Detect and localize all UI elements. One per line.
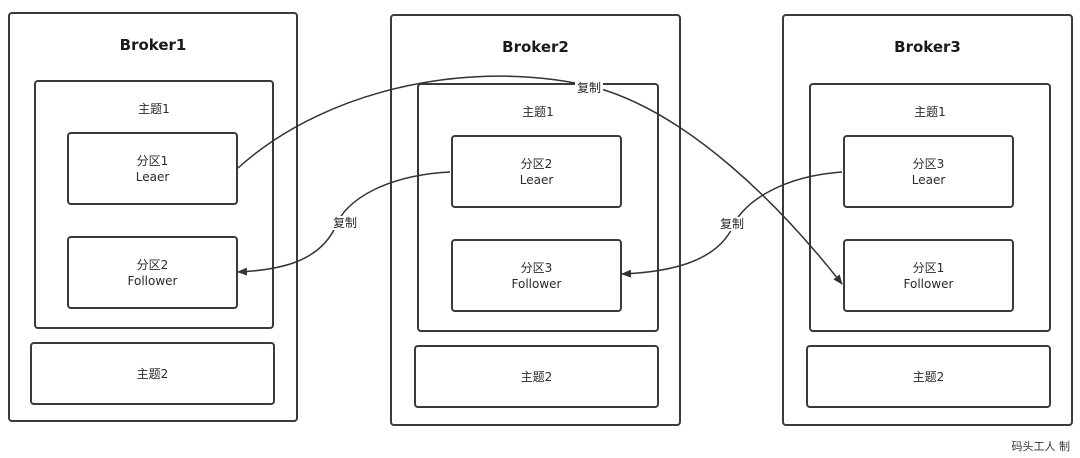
partition-role: Follower xyxy=(127,273,178,288)
partition-name: 分区2 xyxy=(520,156,553,171)
broker-1-title: Broker1 xyxy=(119,36,187,54)
partition-role: Leaer xyxy=(911,172,946,187)
partition-role: Follower xyxy=(511,276,562,291)
partition-role: Leaer xyxy=(519,172,554,187)
partition-name: 分区2 xyxy=(136,257,169,272)
broker-1-partition-follower: 分区2 Follower xyxy=(67,236,238,309)
replication-label-b1-to-b3: 复制 xyxy=(575,81,604,95)
topic2-title: 主题2 xyxy=(520,370,553,384)
watermark-text: 码头工人 制 xyxy=(1011,440,1071,453)
broker-3-partition-follower: 分区1 Follower xyxy=(843,239,1014,312)
broker-2-topic2: 主题2 xyxy=(414,345,659,408)
replication-label-b2-to-b1: 复制 xyxy=(331,216,360,230)
partition-name: 分区3 xyxy=(912,156,945,171)
broker-3-partition-leader: 分区3 Leaer xyxy=(843,135,1014,208)
partition-role: Leaer xyxy=(135,169,170,184)
topic2-title: 主题2 xyxy=(136,367,169,381)
broker-1-partition-leader: 分区1 Leaer xyxy=(67,132,238,205)
broker-2-topic1-title: 主题1 xyxy=(522,105,554,119)
partition-name: 分区1 xyxy=(136,153,169,168)
broker-1-topic2: 主题2 xyxy=(30,342,275,405)
partition-name: 分区3 xyxy=(520,260,553,275)
broker-3-title: Broker3 xyxy=(894,38,961,56)
broker-3-topic2: 主题2 xyxy=(806,345,1051,408)
topic2-title: 主题2 xyxy=(912,370,945,384)
broker-2-partition-leader: 分区2 Leaer xyxy=(451,135,622,208)
replication-label-b3-to-b2: 复制 xyxy=(718,217,747,231)
partition-name: 分区1 xyxy=(912,260,945,275)
broker-2-title: Broker2 xyxy=(502,38,569,56)
broker-3-topic1-title: 主题1 xyxy=(914,105,946,119)
broker-2-partition-follower: 分区3 Follower xyxy=(451,239,622,312)
partition-role: Follower xyxy=(903,276,954,291)
broker-1-topic1-title: 主题1 xyxy=(138,102,170,116)
